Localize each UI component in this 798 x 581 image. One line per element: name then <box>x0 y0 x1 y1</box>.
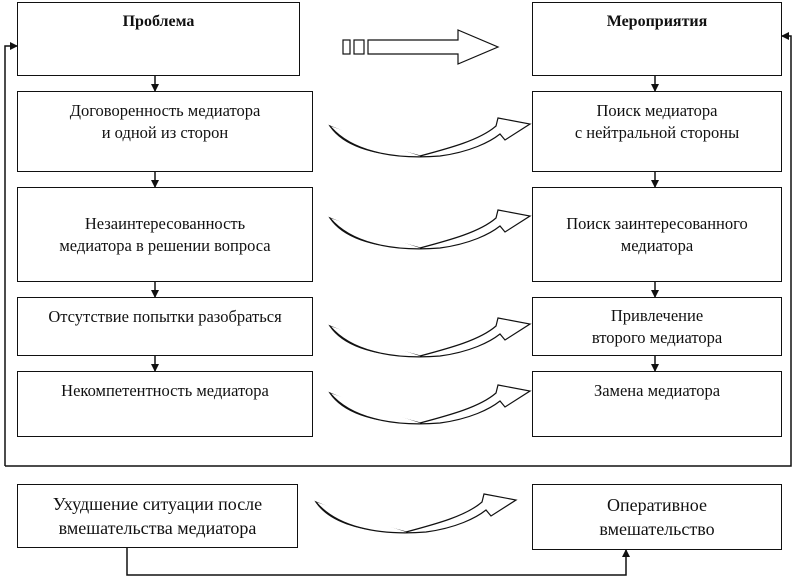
measures-header-box: Мероприятия <box>532 2 782 76</box>
measure-box: Поиск заинтересованного медиатора <box>532 187 782 282</box>
bottom-measure-box: Оперативное вмешательство <box>532 484 782 550</box>
curved-arrow <box>329 117 531 158</box>
feedback-loop-left <box>4 42 18 466</box>
bottom-problem-box: Ухудшение ситуации после вмешательства м… <box>17 484 298 548</box>
measure-text: Привлечение второго медиатора <box>591 305 723 347</box>
bottom-connector <box>126 548 630 576</box>
measures-header: Мероприятия <box>606 13 708 30</box>
problem-box: Отсутствие попытки разобраться <box>17 297 313 356</box>
feedback-loop-right <box>5 32 792 467</box>
problem-text: Отсутствие попытки разобраться <box>48 307 282 326</box>
measure-text: Замена медиатора <box>593 381 721 400</box>
problem-box: Незаинтересованность медиатора в решении… <box>17 187 313 282</box>
problem-header-box: Проблема <box>17 2 300 76</box>
bottom-problem-text: Ухудшение ситуации после вмешательства м… <box>52 494 263 538</box>
problem-text: Договоренность медиатора и одной из стор… <box>69 101 261 142</box>
problem-box: Некомпетентность медиатора <box>17 371 313 437</box>
header-block-arrow <box>342 29 500 65</box>
measure-box: Привлечение второго медиатора <box>532 297 782 356</box>
measure-text: Поиск медиатора с нейтральной стороны <box>574 101 740 142</box>
problem-box: Договоренность медиатора и одной из стор… <box>17 91 313 172</box>
curved-arrow <box>329 317 531 358</box>
curved-arrow <box>315 493 517 534</box>
bottom-measure-text: Оперативное вмешательство <box>599 495 715 539</box>
problem-text: Незаинтересованность медиатора в решении… <box>59 213 271 255</box>
measure-text: Поиск заинтересованного медиатора <box>566 213 748 255</box>
problem-header: Проблема <box>122 13 195 30</box>
measure-box: Поиск медиатора с нейтральной стороны <box>532 91 782 172</box>
problem-text: Некомпетентность медиатора <box>61 381 269 400</box>
measure-box: Замена медиатора <box>532 371 782 437</box>
curved-arrow <box>329 209 531 250</box>
curved-arrow <box>329 384 531 425</box>
